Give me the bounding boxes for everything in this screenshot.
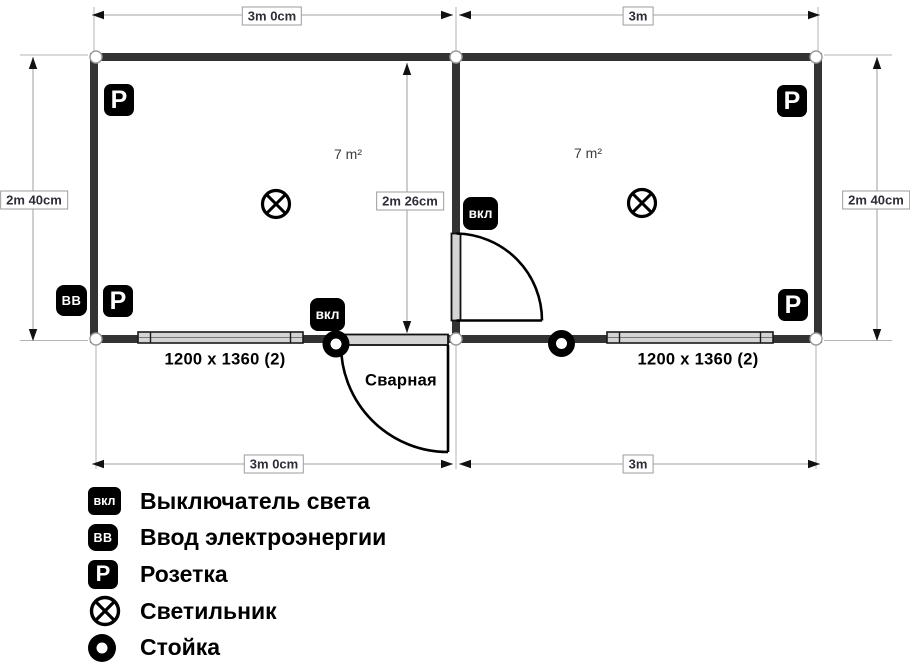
- legend-item-power-input: ВВ Ввод электроэнергии: [88, 520, 386, 557]
- socket-icon-top-right: P: [777, 85, 807, 117]
- corner-joints: [89, 50, 823, 346]
- legend-label-light: Светильник: [140, 597, 277, 624]
- socket-icon-bottom-right: P: [778, 289, 808, 321]
- light-fixture-icon-left: [260, 188, 292, 220]
- door-interior: [450, 232, 544, 322]
- dimension-label-inner: 2m 26cm: [376, 191, 444, 211]
- wall-right: [814, 53, 822, 343]
- dimension-label-left: 2m 40cm: [0, 190, 68, 210]
- door-exterior: [337, 333, 450, 454]
- room-area-left: 7 m²: [334, 146, 362, 162]
- dimension-label-top-left: 3m 0cm: [241, 6, 303, 26]
- post-icon-left: [322, 330, 350, 358]
- light-fixture-icon: [89, 595, 121, 627]
- door-exterior-swing-arc: [339, 344, 449, 454]
- wall-left: [90, 53, 98, 343]
- room-area-right: 7 m²: [574, 145, 602, 161]
- window-right: [606, 331, 774, 344]
- switch-icon-left: вкл: [310, 298, 345, 331]
- switch-icon-right: вкл: [463, 197, 498, 230]
- legend: вкл Выключатель света ВВ Ввод электроэне…: [88, 483, 386, 665]
- post-icon-right: [548, 330, 575, 357]
- power-input-icon: ВВ: [56, 285, 87, 316]
- post-icon: [88, 633, 116, 662]
- dimension-label-right: 2m 40cm: [842, 190, 910, 210]
- door-interior-leaf: [450, 232, 462, 322]
- window-left: [137, 331, 304, 344]
- legend-item-light: Светильник: [88, 593, 386, 630]
- plan-drawing: [20, 7, 892, 469]
- legend-label-socket: Розетка: [140, 560, 228, 587]
- wall-partition-stub: [452, 320, 460, 343]
- legend-label-switch: Выключатель света: [140, 487, 370, 514]
- window-label-right: 1200 x 1360 (2): [637, 350, 759, 369]
- legend-label-post: Стойка: [140, 634, 221, 661]
- power-input-icon: ВВ: [88, 524, 118, 552]
- door-interior-swing-arc: [456, 232, 544, 321]
- socket-icon-bottom-left: P: [103, 285, 133, 317]
- window-label-left: 1200 x 1360 (2): [164, 350, 286, 369]
- socket-icon-top-left: P: [104, 84, 134, 116]
- door-exterior-leaf: [337, 333, 449, 346]
- light-fixture-icon-right: [626, 187, 658, 219]
- legend-item-post: Стойка: [88, 629, 386, 665]
- dimension-arrows: [28, 10, 882, 469]
- dimension-label-bottom-left: 3m 0cm: [243, 454, 305, 474]
- legend-item-socket: P Розетка: [88, 556, 386, 593]
- wall-partition-upper: [452, 53, 460, 233]
- legend-label-power-input: Ввод электроэнергии: [140, 524, 387, 551]
- door-label: Сварная: [365, 371, 437, 390]
- switch-icon: вкл: [88, 487, 121, 516]
- socket-icon: P: [88, 559, 118, 589]
- dimension-label-bottom-right: 3m: [622, 454, 654, 474]
- legend-item-switch: вкл Выключатель света: [88, 483, 386, 520]
- dimension-label-top-right: 3m: [622, 6, 654, 26]
